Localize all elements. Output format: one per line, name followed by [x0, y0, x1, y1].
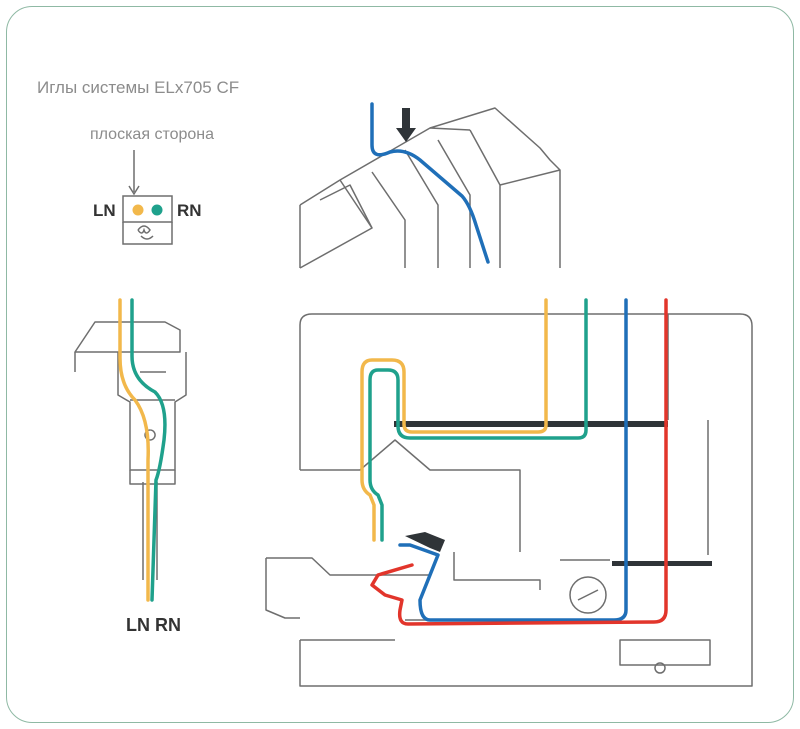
arrow-down-icon	[396, 108, 416, 142]
blue-thread-top-guide	[370, 102, 490, 264]
needle-ln-dot	[132, 204, 144, 216]
needle-left-label: LN	[93, 201, 116, 220]
red-thread-main	[370, 298, 668, 626]
figure-frame	[6, 6, 794, 723]
looper-part	[405, 532, 445, 552]
main-thread-paths	[360, 298, 668, 626]
needle-clamp-diagram	[122, 150, 173, 245]
upper-guide-bar	[394, 421, 668, 427]
lower-guide-bar	[612, 561, 712, 566]
blue-thread-main	[398, 298, 628, 622]
top-thread-guide-diagram	[299, 107, 561, 269]
yellow-thread-main	[360, 298, 548, 542]
needle-threads-closeup	[118, 298, 167, 602]
needle-system-caption: Иглы системы ELx705 CF	[37, 78, 240, 97]
needle-rn-dot	[151, 204, 163, 216]
green-thread-main	[368, 298, 588, 542]
overlocker-body-outline	[265, 313, 753, 687]
needle-right-label: RN	[177, 201, 202, 220]
needles-label: LN RN	[126, 615, 181, 635]
needle-bar-diagram	[74, 321, 187, 580]
flat-side-label: плоская сторона	[90, 126, 215, 143]
